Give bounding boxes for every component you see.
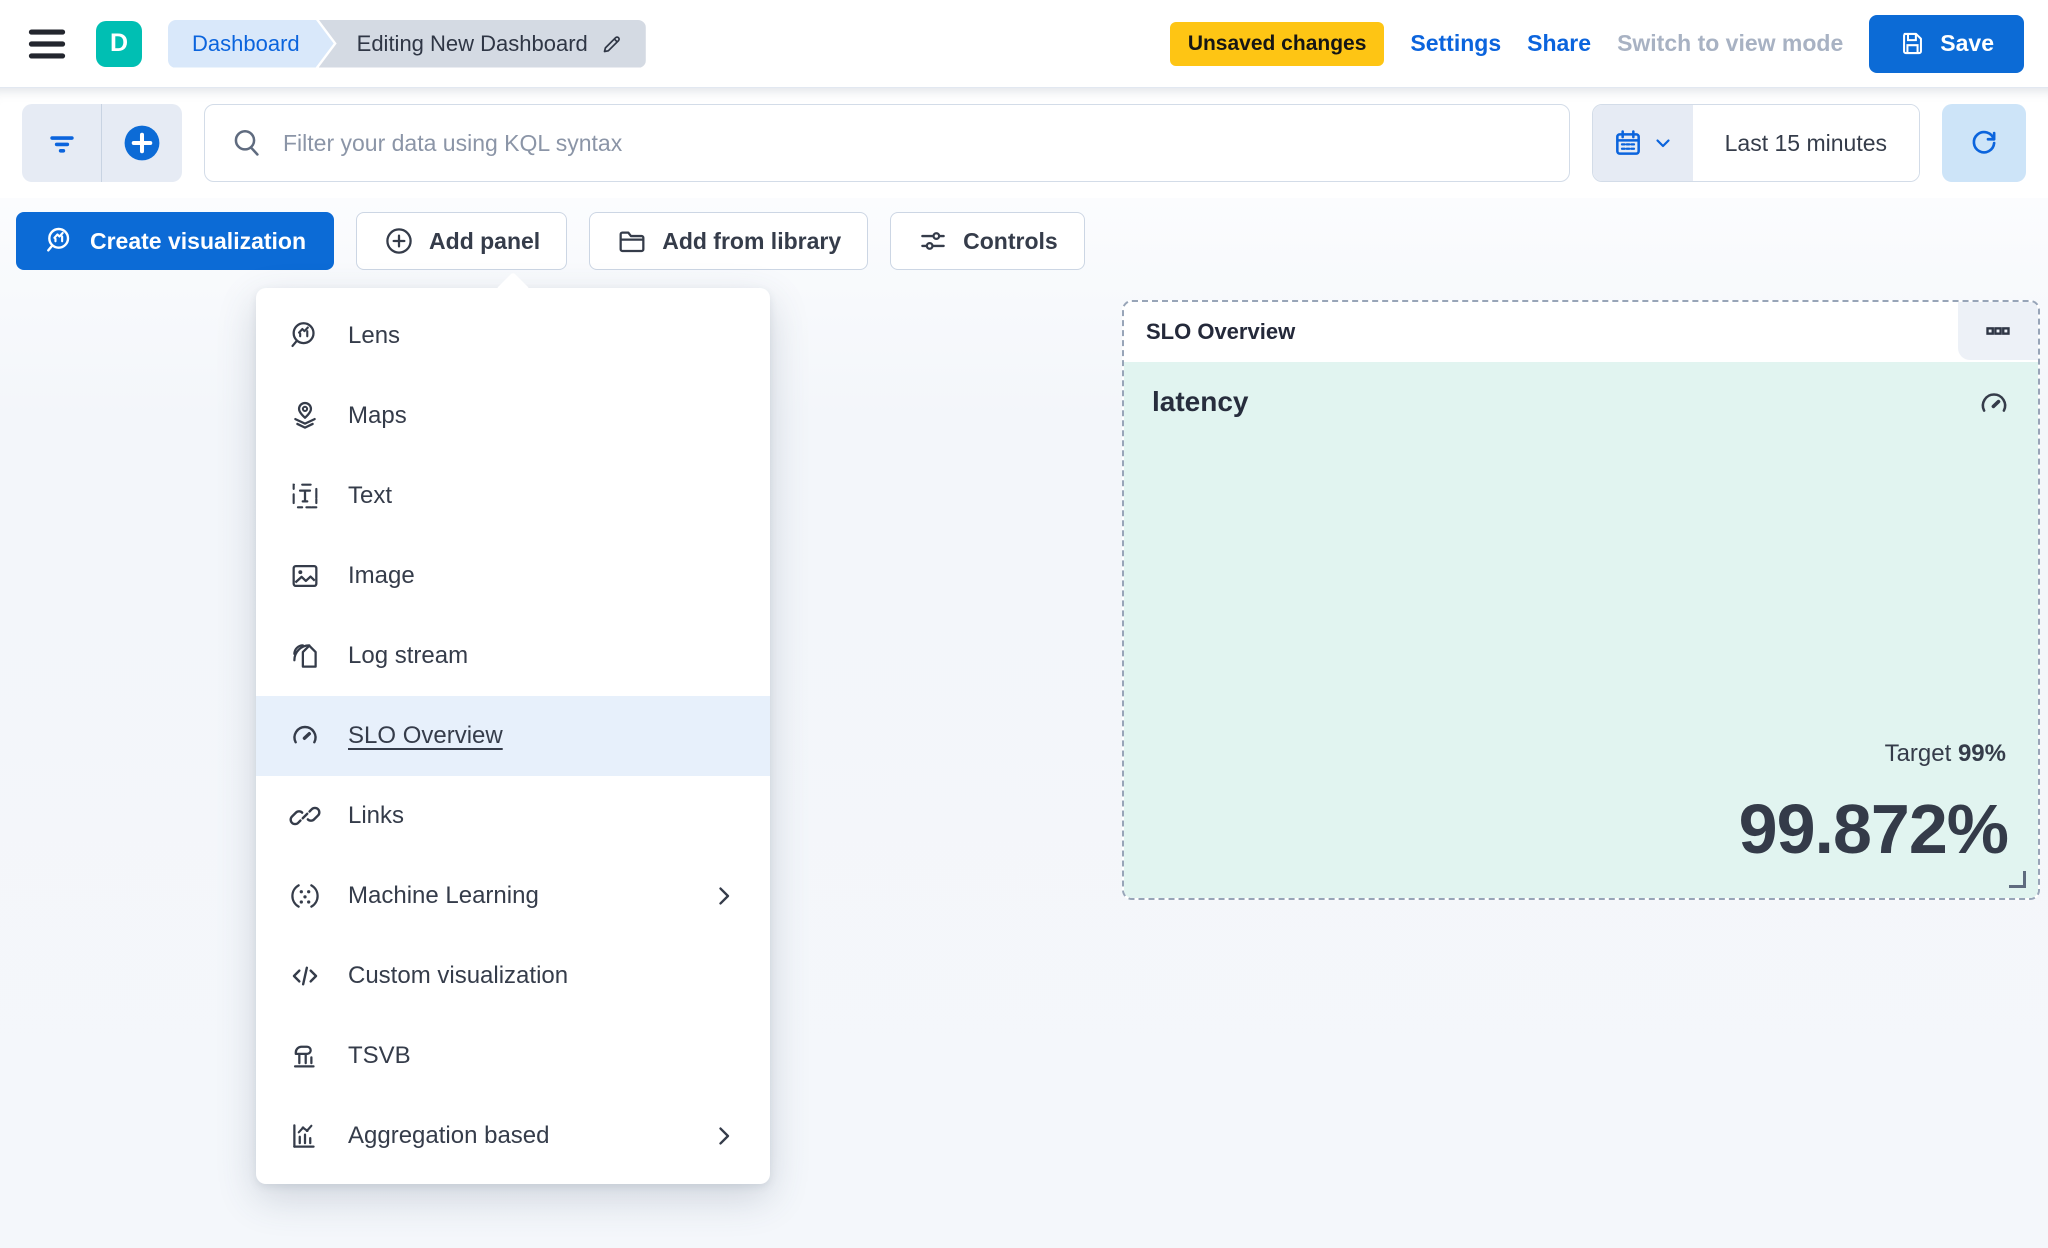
breadcrumb: Dashboard Editing New Dashboard: [168, 19, 646, 68]
menu-item-slo-overview[interactable]: SLO Overview: [256, 696, 770, 776]
slo-metric-name: latency: [1152, 386, 1249, 417]
menu-icon: [28, 29, 66, 58]
query-bar: Last 15 minutes: [0, 88, 2048, 198]
chevron-right-icon: [719, 887, 730, 905]
gauge-icon: [293, 725, 317, 744]
slo-target-value: 99%: [1957, 740, 2006, 767]
breadcrumb-current-label: Editing New Dashboard: [356, 30, 588, 56]
tsvb-icon: [293, 1045, 315, 1068]
menu-item-label: TSVB: [348, 1042, 411, 1069]
slo-metric-body[interactable]: latency Target 99% 99.872%: [1124, 362, 2038, 898]
add-from-library-button[interactable]: Add from library: [589, 212, 869, 270]
menu-item-label: Image: [348, 562, 415, 589]
menu-item-machine-learning[interactable]: Machine Learning: [256, 856, 770, 936]
slo-overview-panel: SLO Overview latency Target 99% 99.872%: [1122, 300, 2040, 900]
top-navigation-bar: D Dashboard Editing New Dashboard Unsave…: [0, 0, 2048, 88]
menu-item-label: SLO Overview: [348, 722, 503, 749]
settings-link[interactable]: Settings: [1410, 30, 1502, 56]
chevron-down-icon: [1656, 139, 1670, 148]
menu-item-label: Links: [348, 802, 405, 829]
filter-button-group: [22, 104, 182, 182]
create-visualization-label: Create visualization: [90, 227, 307, 254]
save-button-label: Save: [1940, 30, 1994, 56]
link-icon: [289, 806, 321, 826]
time-picker-group: Last 15 minutes: [1591, 104, 1920, 182]
dashboard-canvas: Create visualization Add panel Add from …: [0, 198, 2048, 1248]
refresh-icon: [1972, 130, 1996, 154]
menu-item-label: Lens: [348, 322, 401, 349]
menu-item-links[interactable]: Links: [256, 776, 770, 856]
boxes-horizontal-icon: [1986, 327, 2010, 335]
menu-item-label: Aggregation based: [348, 1122, 550, 1149]
slo-target-label: Target: [1884, 740, 1958, 767]
panel-title: SLO Overview: [1146, 319, 1296, 344]
controls-label: Controls: [963, 227, 1058, 254]
machine-learning-icon: [291, 884, 319, 908]
menu-item-maps[interactable]: Maps: [256, 376, 770, 456]
controls-button[interactable]: Controls: [890, 212, 1085, 270]
menu-item-aggregation-based[interactable]: Aggregation based: [256, 1096, 770, 1176]
pencil-icon: [603, 35, 620, 52]
sliders-icon: [921, 232, 945, 250]
gauge-icon: [1981, 393, 2007, 412]
menu-item-image[interactable]: Image: [256, 536, 770, 616]
add-panel-button[interactable]: Add panel: [356, 212, 568, 270]
menu-item-label: Machine Learning: [348, 882, 539, 909]
maps-icon: [294, 401, 316, 429]
menu-item-text[interactable]: Text: [256, 456, 770, 536]
panel-header[interactable]: SLO Overview: [1124, 302, 2038, 362]
date-picker-button[interactable]: [1592, 105, 1693, 181]
save-button[interactable]: Save: [1869, 14, 2024, 73]
lens-icon: [47, 227, 70, 252]
space-avatar[interactable]: D: [96, 20, 142, 67]
edit-toolbar: Create visualization Add panel Add from …: [0, 198, 2048, 270]
menu-item-label: Maps: [348, 402, 407, 429]
chevron-right-icon: [719, 1127, 730, 1145]
save-icon: [1903, 32, 1923, 55]
add-panel-label: Add panel: [429, 227, 541, 254]
image-icon: [292, 564, 318, 588]
breadcrumb-dashboard[interactable]: Dashboard: [168, 20, 334, 68]
text-icon: [292, 483, 318, 509]
log-stream-icon: [293, 644, 317, 668]
create-visualization-button[interactable]: Create visualization: [16, 212, 335, 270]
panel-options-button[interactable]: [1958, 302, 2038, 360]
add-panel-menu: Lens Maps Text: [256, 272, 770, 1184]
code-icon: [292, 966, 318, 986]
folder-icon: [619, 231, 645, 253]
add-filter-button[interactable]: [102, 104, 182, 182]
filter-icon: [49, 136, 74, 153]
panel-resize-handle[interactable]: [2009, 871, 2026, 888]
filters-button[interactable]: [22, 104, 102, 182]
kql-search-box: [204, 104, 1570, 182]
switch-to-view-mode-link[interactable]: Switch to view mode: [1617, 30, 1844, 56]
menu-item-custom-visualization[interactable]: Custom visualization: [256, 936, 770, 1016]
calendar-icon: [1615, 130, 1640, 155]
breadcrumb-current-title[interactable]: Editing New Dashboard: [318, 19, 646, 68]
menu-item-label: Log stream: [348, 642, 469, 669]
kql-search-input[interactable]: [283, 129, 1543, 157]
aggregation-icon: [293, 1124, 315, 1148]
menu-item-label: Text: [348, 482, 393, 509]
menu-item-tsvb[interactable]: TSVB: [256, 1016, 770, 1096]
plus-circle-icon: [386, 228, 412, 254]
add-filter-icon: [124, 125, 160, 161]
menu-item-log-stream[interactable]: Log stream: [256, 616, 770, 696]
search-icon: [234, 129, 259, 156]
lens-icon: [291, 322, 315, 348]
menu-button[interactable]: [24, 21, 70, 67]
slo-value: 99.872%: [1738, 790, 2009, 868]
menu-item-label: Custom visualization: [348, 962, 569, 989]
add-from-library-label: Add from library: [662, 227, 842, 254]
refresh-button[interactable]: [1942, 104, 2026, 182]
unsaved-changes-badge: Unsaved changes: [1169, 21, 1385, 66]
share-link[interactable]: Share: [1527, 30, 1592, 56]
slo-target: Target 99%: [1885, 740, 2006, 768]
menu-item-lens[interactable]: Lens: [256, 296, 770, 376]
time-range-button[interactable]: Last 15 minutes: [1692, 105, 1919, 181]
